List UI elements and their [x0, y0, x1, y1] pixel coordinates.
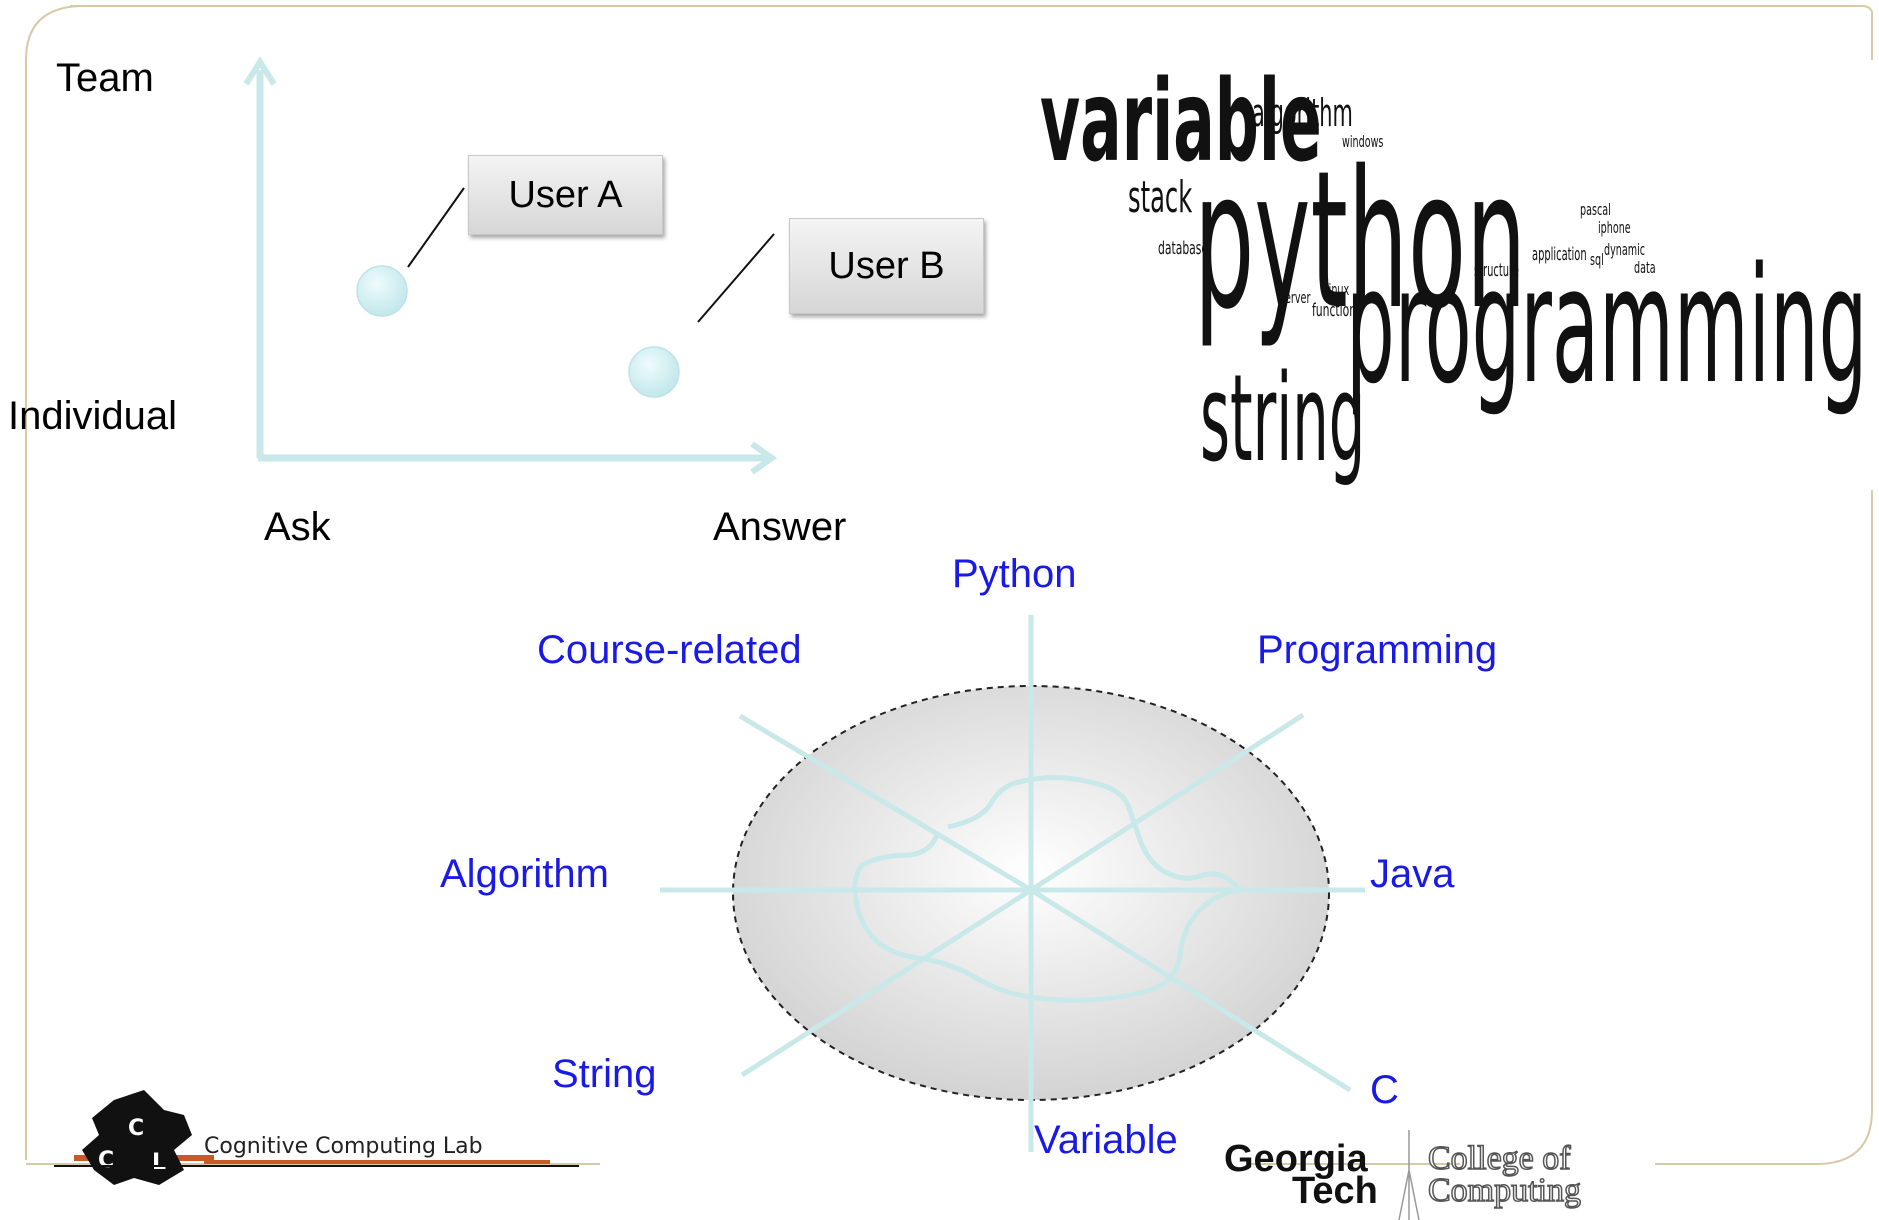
radar-label-java: Java: [1370, 852, 1455, 896]
gt-line-1: Georgia: [1224, 1138, 1368, 1180]
radar-label-c: C: [1370, 1068, 1399, 1112]
gt-line-2: Tech: [1292, 1170, 1378, 1212]
word-cloud: variable algorithm windows stack python …: [1030, 50, 1875, 500]
word-iphone: iphone: [1598, 218, 1631, 237]
radar-label-course-related: Course-related: [537, 628, 802, 672]
x-axis-arrow: [258, 441, 778, 475]
word-algorithm: algorithm: [1252, 91, 1353, 135]
radar-label-variable: Variable: [1034, 1118, 1178, 1162]
x-axis-right-label: Answer: [713, 505, 847, 549]
word-application: application: [1532, 244, 1587, 265]
user-a-callout: User A: [468, 155, 663, 235]
x-axis-left-label: Ask: [264, 505, 331, 549]
word-database: database: [1158, 238, 1209, 259]
word-windows: windows: [1342, 132, 1384, 151]
ccl-orange-bar: [204, 1160, 550, 1164]
ccl-letter-1: C: [98, 1148, 115, 1173]
college-line-2: Computing: [1427, 1172, 1582, 1209]
y-axis-top-label: Team: [56, 56, 154, 100]
y-axis-arrow: [243, 56, 277, 458]
ccl-underline: [54, 1165, 579, 1167]
word-stack: stack: [1128, 172, 1193, 223]
word-dynamic: dynamic: [1604, 240, 1646, 259]
ccl-lab-name: Cognitive Computing Lab: [204, 1134, 483, 1159]
user-b-connector: [697, 233, 775, 323]
spoke-string: [740, 887, 1033, 1078]
user-a-connector: [407, 187, 465, 268]
word-linux: linux: [1326, 280, 1350, 299]
ccl-letter-2: C: [128, 1116, 145, 1141]
word-structure: structure: [1474, 260, 1519, 281]
word-string: string: [1200, 350, 1366, 489]
word-data: data: [1634, 258, 1656, 277]
tech-tower-icon: [1398, 1130, 1420, 1220]
puzzle-icon: [74, 1090, 214, 1185]
word-pascal: pascal: [1580, 200, 1611, 219]
word-programming: programming: [1346, 232, 1868, 419]
spoke-course-related: [738, 713, 1033, 893]
radar-profile: [852, 774, 1245, 1003]
word-server: server: [1280, 288, 1311, 307]
user-a-point: [356, 265, 408, 317]
gt-logo: Georgia Tech College of Computing: [1220, 1130, 1660, 1220]
radar-label-string: String: [552, 1052, 657, 1096]
word-sql: sql: [1590, 250, 1604, 269]
word-function: function: [1312, 300, 1357, 321]
spoke-c: [1029, 887, 1352, 1093]
user-b-callout: User B: [789, 218, 984, 314]
word-variable: variable: [1040, 57, 1322, 187]
spoke-programming: [1029, 712, 1305, 893]
user-b-point: [628, 346, 680, 398]
radar-spokes: [660, 615, 1365, 1152]
radar-label-algorithm: Algorithm: [440, 852, 609, 896]
ccl-letter-3: L: [152, 1150, 167, 1175]
college-line-1: College of: [1427, 1140, 1571, 1177]
radar-label-programming: Programming: [1257, 628, 1498, 672]
radar-label-python: Python: [952, 552, 1077, 596]
y-axis-bottom-label: Individual: [8, 394, 178, 438]
ccl-logo: C C L Cognitive Computing Lab: [54, 1090, 594, 1190]
word-python: python: [1194, 130, 1527, 351]
